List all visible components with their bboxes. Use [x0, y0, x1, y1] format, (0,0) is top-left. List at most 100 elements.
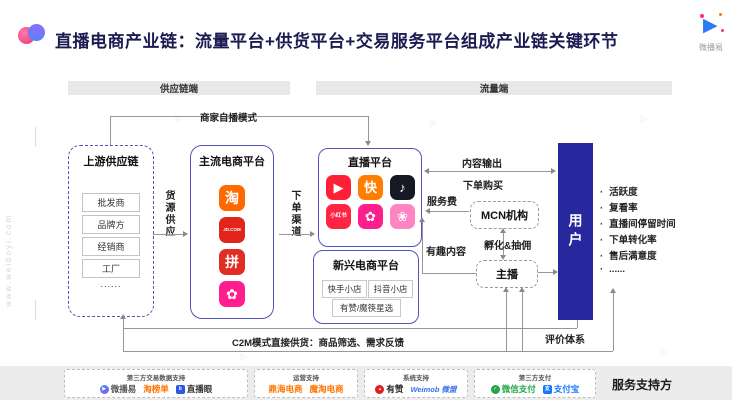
taobao-live-icon: ▶ — [326, 175, 351, 200]
label-content-output: 内容输出 — [462, 159, 502, 170]
meipai-icon: ❀ — [390, 204, 415, 229]
logo-dot — [700, 14, 704, 18]
connector-evaluation — [123, 351, 613, 352]
watermark-url: www.weiboyi.com — [4, 213, 13, 307]
brand-name: 微播易 — [699, 43, 723, 52]
tick-mark — [35, 300, 36, 320]
support-heading: 服务支持方 — [612, 378, 673, 392]
metric-item: 活跃度 — [600, 184, 676, 200]
arrowhead-down-icon — [500, 255, 506, 260]
watermark-logo: ▶ — [640, 113, 649, 125]
taobao-icon: 淘 — [219, 185, 245, 211]
user-bar: 用户 — [558, 143, 593, 320]
weiboyi-play-icon: ▶ — [99, 384, 109, 394]
arrowhead-up-icon — [610, 288, 616, 293]
mogujie-icon: ✿ — [219, 281, 245, 307]
anchor-label: 主播 — [496, 269, 518, 281]
wechat-pay-logo: ✓ 微信支付 — [490, 383, 536, 395]
tick-mark — [35, 127, 36, 147]
connector-self-broadcast — [368, 116, 369, 142]
connector-evaluation — [522, 290, 523, 351]
label-c2m: C2M模式直接供货：商品筛选、需求反馈 — [232, 338, 405, 349]
connector-c2m — [577, 320, 578, 328]
emerging-tag: 有赞/魔筷星选 — [332, 299, 401, 317]
label-fun-content: 有趣内容 — [426, 247, 466, 258]
mcn-box: MCN机构 — [470, 201, 539, 229]
youzan-thumb-icon: ▲ — [375, 384, 385, 394]
upstream-title: 上游供应链 — [83, 156, 139, 168]
live-platforms-box: 直播平台 ▶ 快 ♪ 小红书 ✿ ❀ — [318, 148, 422, 247]
pinduoduo-icon: 拼 — [219, 249, 245, 275]
play-icon: ▶ — [703, 15, 718, 36]
connector-self-broadcast — [110, 116, 111, 145]
watermark-logo: ▶ — [240, 351, 249, 363]
upstream-ellipsis: ...... — [100, 279, 122, 289]
emerging-tag: 快手小店 — [322, 280, 367, 298]
weiboyi-play-logo: ▶ — [699, 13, 727, 39]
arrow-incubation — [503, 231, 504, 257]
support-group-title: 第三方支付 — [518, 375, 552, 382]
label-order-channel: 下单渠道 — [289, 190, 300, 238]
watermark-logo: ▶ — [175, 113, 184, 125]
weiboyi-blob-logo — [18, 22, 48, 48]
upstream-item: 工厂 — [82, 259, 140, 278]
kuaishou-icon: 快 — [358, 175, 383, 200]
arrowhead-down-icon — [364, 141, 371, 146]
mogujie-live-icon: ✿ — [358, 204, 383, 229]
live-title: 直播平台 — [348, 157, 392, 169]
support-group-title: 运营支持 — [293, 375, 319, 382]
arrowhead-up-icon — [120, 314, 126, 319]
support-group-title: 系统支持 — [403, 375, 429, 382]
support-group-operations: 运营支持 鼎海电商 魔淘电商 — [254, 369, 358, 398]
arrowhead-right-icon — [310, 230, 315, 237]
xiaohongshu-icon: 小红书 — [326, 204, 351, 229]
weiboyi-logo: ▶ 微播易 — [99, 383, 136, 395]
watermark-logo: ▶ — [660, 346, 669, 358]
traffic-section-bar: 流量端 — [316, 81, 672, 95]
connector-c2m — [123, 317, 124, 351]
metric-item: 直播间停留时间 — [600, 216, 676, 232]
upstream-item: 品牌方 — [82, 215, 140, 234]
metric-item: ...... — [600, 264, 676, 280]
metric-item: 下单转化率 — [600, 232, 676, 248]
connector-evaluation — [613, 291, 614, 351]
logo-dot — [719, 13, 722, 16]
arrow-service-fee — [428, 211, 469, 212]
arrowhead-right-icon — [183, 230, 188, 237]
anchor-box: 主播 — [476, 260, 538, 288]
motao-logo: 魔淘电商 — [309, 384, 344, 394]
douyin-icon: ♪ — [390, 175, 415, 200]
arrow-content-output — [426, 171, 554, 172]
arrow-order-channel — [279, 234, 311, 235]
label-supply-of-goods: 货源供应 — [163, 190, 174, 238]
weimob-logo: Weimob 微盟 — [410, 384, 457, 394]
youzan-logo: ▲ 有赞 — [375, 383, 403, 395]
wechat-check-icon: ✓ — [490, 384, 500, 394]
connector-evaluation — [506, 290, 507, 351]
mcn-label: MCN机构 — [480, 210, 529, 222]
zhiboyan-logo: b 直播眼 — [175, 383, 212, 395]
metric-item: 复看率 — [600, 200, 676, 216]
connector-fun-content — [422, 221, 423, 273]
dinghai-logo: 鼎海电商 — [268, 384, 303, 394]
jd-icon: JD.COM — [219, 217, 245, 243]
supply-chain-section-bar: 供应链端 — [68, 81, 290, 95]
supply-chain-section-label: 供应链端 — [159, 84, 198, 95]
mainstream-platforms-box: 主流电商平台 淘 JD.COM 拼 ✿ — [190, 145, 274, 319]
label-evaluation-system: 评价体系 — [545, 335, 585, 346]
support-group-payment: 第三方支付 ✓ 微信支付 支 支付宝 — [474, 369, 596, 398]
logo-dot — [721, 29, 724, 32]
arrowhead-left-icon — [424, 168, 429, 174]
label-service-fee: 服务费 — [427, 197, 457, 208]
mainstream-title: 主流电商平台 — [199, 156, 265, 168]
arrowhead-right-icon — [551, 168, 556, 174]
watermark-logo: ▶ — [430, 117, 439, 129]
upstream-item: 经销商 — [82, 237, 140, 256]
taobangdan-logo: 淘榜单 — [143, 384, 169, 394]
user-label: 用户 — [567, 212, 584, 251]
connector-c2m — [123, 328, 577, 329]
label-order-purchase: 下单购买 — [463, 181, 503, 192]
emerging-tag: 抖音小店 — [368, 280, 413, 298]
label-merchant-self-broadcast: 商家自播模式 — [200, 113, 258, 124]
